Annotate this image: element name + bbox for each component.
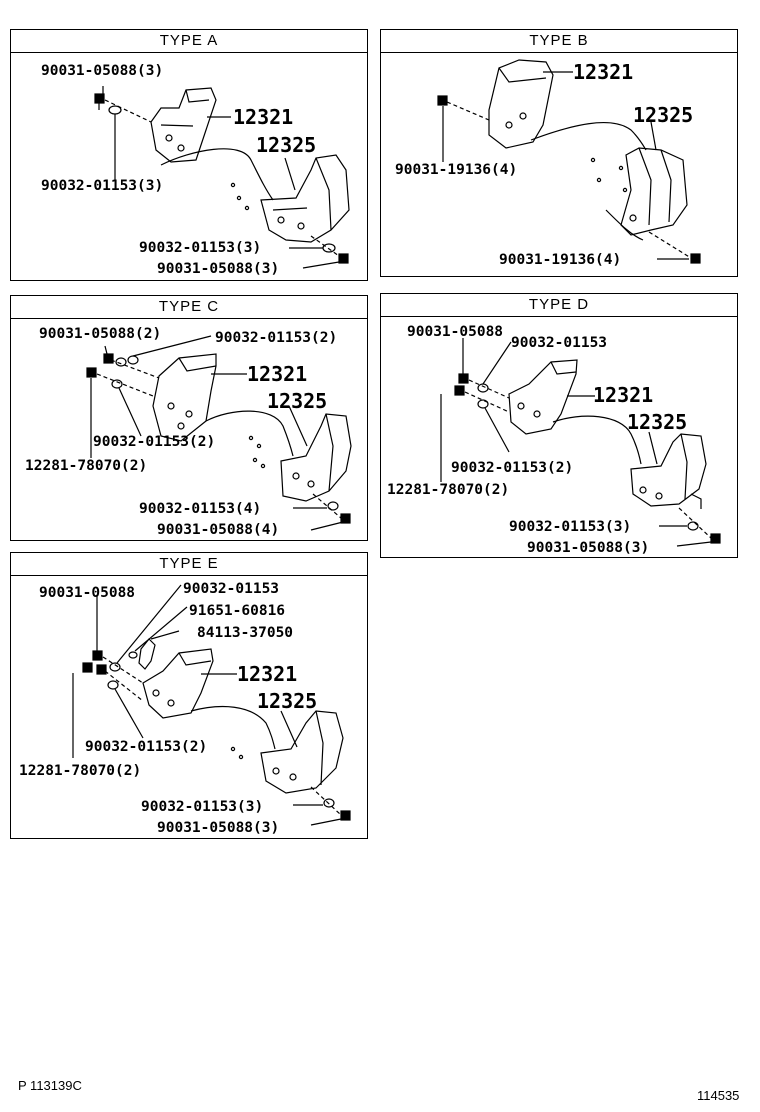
type-c-washer-right-label: 90032-01153(4) xyxy=(139,501,261,517)
type-d-washer-mid-label: 90032-01153(2) xyxy=(451,460,573,476)
type-d-stud-label: 12281-78070(2) xyxy=(387,482,509,498)
type-b-bolt-left-label: 90031-19136(4) xyxy=(395,162,517,178)
type-a-drawing: 90031-05088(3) 90032-01153(3) 12321 1232… xyxy=(41,63,350,277)
type-c-drawing: 90031-05088(2) 90032-01153(2) 12321 1232… xyxy=(25,326,352,538)
type-e-washer-right-label: 90032-01153(3) xyxy=(141,799,263,815)
panel-type-c-title: TYPE C xyxy=(11,296,367,319)
panel-type-b: TYPE B 12321 12325 xyxy=(380,29,738,277)
type-c-stud-label: 12281-78070(2) xyxy=(25,458,147,474)
type-b-drawing: 12321 12325 90031-19136(4) 90031-19136(4… xyxy=(395,59,701,268)
panel-type-a: TYPE A xyxy=(10,29,368,281)
type-c-bolt-top-label: 90031-05088(2) xyxy=(39,326,161,342)
type-c-bolt-right-label: 90031-05088(4) xyxy=(157,522,279,538)
footer-left-code: P 113139C xyxy=(18,1078,82,1093)
type-d-drawing: 90031-05088 90032-01153 12321 12325 9003… xyxy=(387,324,721,556)
type-c-washer-mid-label: 90032-01153(2) xyxy=(93,434,215,450)
panel-type-d: TYPE D xyxy=(380,293,738,558)
type-d-washer-right-label: 90032-01153(3) xyxy=(509,519,631,535)
type-e-washer-mid-label: 90032-01153(2) xyxy=(85,739,207,755)
type-e-bolt-top-label: 90031-05088 xyxy=(39,585,135,601)
type-b-lower-label: 12325 xyxy=(633,103,693,127)
panel-type-e-title: TYPE E xyxy=(11,553,367,576)
type-b-bolt-right-label: 90031-19136(4) xyxy=(499,252,621,268)
type-e-lower-label: 12325 xyxy=(257,689,317,713)
type-a-bolt-right-label: 90031-05088(3) xyxy=(157,261,279,277)
panel-type-b-title: TYPE B xyxy=(381,30,737,53)
type-d-bolt-right-label: 90031-05088(3) xyxy=(527,540,649,556)
type-e-washer-top-label: 90032-01153 xyxy=(183,581,279,597)
type-e-bolt-right-label: 90031-05088(3) xyxy=(157,820,279,836)
type-c-lower-label: 12325 xyxy=(267,389,327,413)
panel-type-d-title: TYPE D xyxy=(381,294,737,317)
footer-right-code: 114535 xyxy=(697,1088,740,1103)
panel-type-a-title: TYPE A xyxy=(11,30,367,53)
type-a-lower-label: 12325 xyxy=(256,133,316,157)
type-a-washer-left-label: 90032-01153(3) xyxy=(41,178,163,194)
type-e-clip-label: 91651-60816 xyxy=(189,603,285,619)
type-c-washer-top-label: 90032-01153(2) xyxy=(215,330,337,346)
type-a-washer-right-label: 90032-01153(3) xyxy=(139,240,261,256)
type-d-washer-top-label: 90032-01153 xyxy=(511,335,607,351)
type-d-bolt-top-label: 90031-05088 xyxy=(407,324,503,340)
panel-type-e: TYPE E xyxy=(10,552,368,839)
type-a-upper-label: 12321 xyxy=(233,105,293,129)
type-e-drawing: 90031-05088 90032-01153 91651-60816 8411… xyxy=(19,581,351,836)
type-d-lower-label: 12325 xyxy=(627,410,687,434)
type-b-upper-label: 12321 xyxy=(573,60,633,84)
type-d-upper-label: 12321 xyxy=(593,383,653,407)
type-e-stud-label: 12281-78070(2) xyxy=(19,763,141,779)
type-e-bracket-small-label: 84113-37050 xyxy=(197,625,293,641)
type-a-bolt-top-label: 90031-05088(3) xyxy=(41,63,163,79)
type-c-upper-label: 12321 xyxy=(247,362,307,386)
panel-type-c: TYPE C xyxy=(10,295,368,541)
type-e-upper-label: 12321 xyxy=(237,662,297,686)
